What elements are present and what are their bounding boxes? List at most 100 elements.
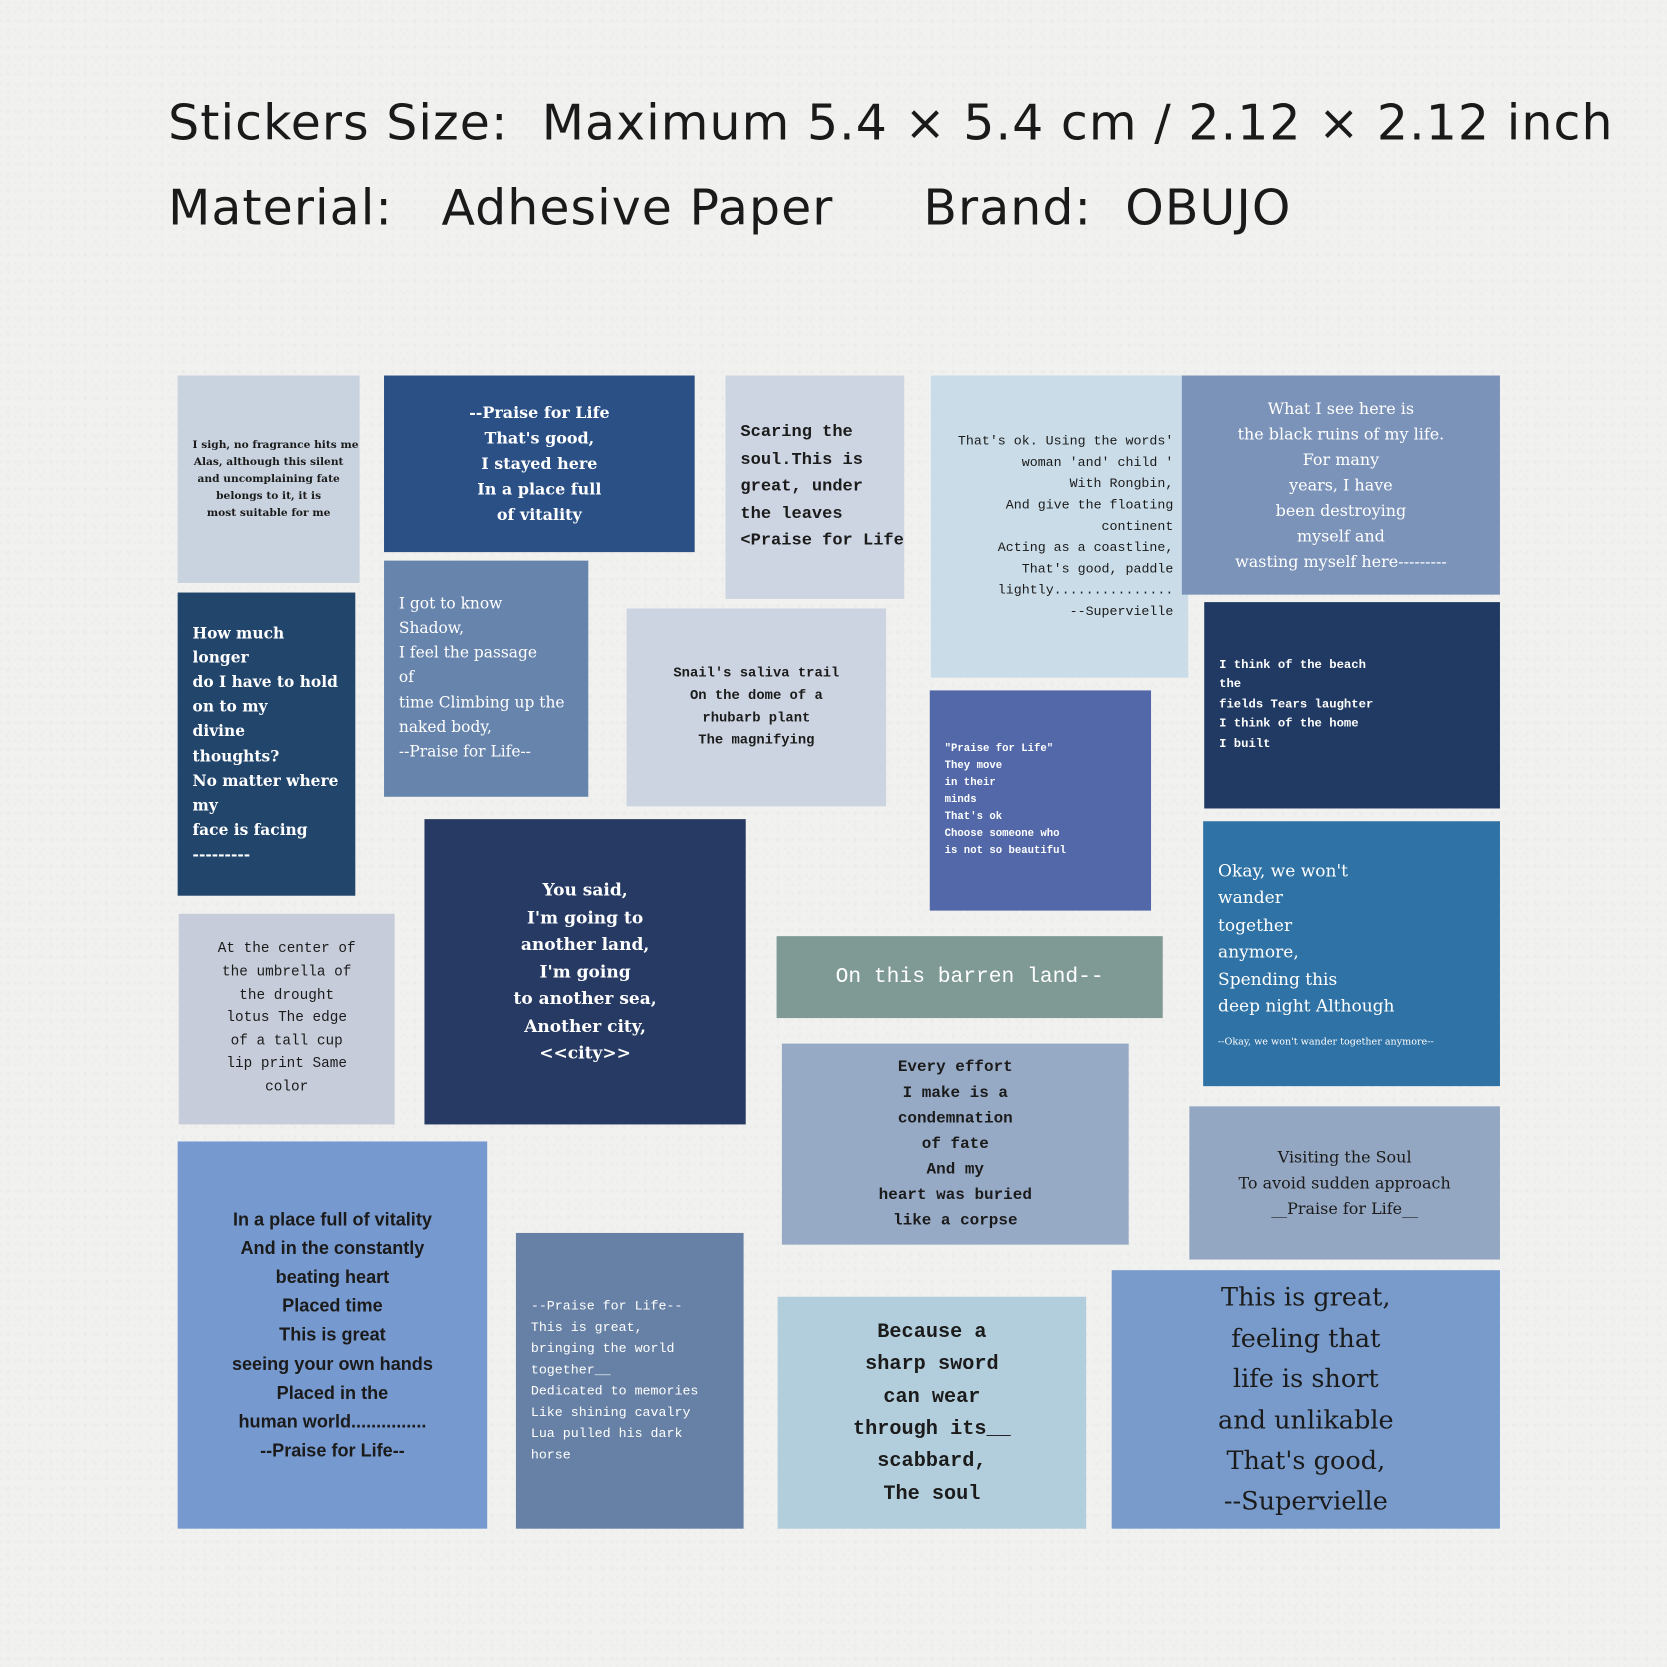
sticker-text-line: human world............... [238, 1411, 427, 1432]
sticker-text-line: For many [1302, 449, 1380, 470]
sticker-text-line: my [192, 796, 218, 815]
sticker-text-line: That's good, [1226, 1445, 1386, 1476]
sticker: This is great, feeling that life is short a… [1111, 1270, 1500, 1529]
sticker-text-line: of a tall cup [230, 1033, 343, 1050]
sticker-text-line: great, under [740, 476, 863, 496]
sticker-text-line: wander [1218, 887, 1283, 908]
sticker-text-line: I stayed here [481, 454, 598, 474]
brand-label: Brand: [923, 178, 1093, 237]
sticker-text-line: of vitality [496, 505, 582, 525]
sticker-text-line: On the dome of a [689, 687, 823, 704]
sticker-text-line: Acting as a coastline, [997, 540, 1174, 556]
sticker-text-line: I'm going to [526, 906, 644, 928]
sticker-text-line: of fate [921, 1134, 989, 1153]
sticker-text-line: That's ok [944, 811, 1003, 823]
sticker: I sigh, no fragrance hits me!Alas, altho… [177, 375, 360, 583]
sticker-text-line: the [1219, 678, 1242, 692]
sticker-text-line: I built [1219, 736, 1271, 751]
sticker-text-line: longer [192, 648, 249, 667]
size-value: Maximum 5.4 × 5.4 cm / 2.12 × 2.12 inch [541, 93, 1614, 152]
sticker-text-line: And in the constantly [240, 1238, 425, 1259]
sticker-text-line: myself and [1296, 526, 1385, 546]
sticker-text-line: color [265, 1079, 309, 1096]
sticker-text-line: No matter where [192, 771, 339, 791]
sticker-text-line: continent [1101, 519, 1174, 535]
sticker-text-line: This is great, [530, 1320, 643, 1336]
sticker-text-line: most suitable for me [206, 506, 331, 519]
sticker-text-line: On this barren land-- [835, 964, 1104, 989]
sticker-text-line: Scaring the [740, 422, 853, 442]
sticker-text-line: Lua pulled his dark [530, 1426, 683, 1442]
sticker-text-line: I make is a [902, 1083, 1008, 1102]
sticker-text-line: Snail's saliva trail [673, 665, 840, 682]
sticker-text-line: condemnation [897, 1109, 1013, 1128]
sticker-text-line: rhubarb plant [702, 709, 811, 726]
sticker: On this barren land-- [776, 936, 1163, 1019]
sticker-text-line: I got to know [398, 595, 503, 613]
sticker-text-line: like a corpse [893, 1211, 1018, 1230]
sticker-text-line: The magnifying [698, 731, 815, 748]
sticker-text-line: That's ok. Using the words' [957, 434, 1174, 449]
sticker-text-line: To avoid sudden approach [1238, 1173, 1451, 1193]
sticker-text-line: The soul [883, 1481, 981, 1506]
sticker-text-line: feeling that [1231, 1323, 1381, 1353]
sticker-text-line: And my [926, 1160, 985, 1179]
sticker-text-line: time Climbing up the [398, 694, 565, 712]
sticker-text-line: --Praise for Life-- [260, 1440, 405, 1461]
sticker-text-line: on to my [192, 697, 268, 717]
sticker-text-line: Shadow, [398, 620, 465, 638]
sticker-text-line: to another sea, [513, 988, 657, 1009]
size-spec: Stickers Size: Maximum 5.4 × 5.4 cm / 2.… [168, 94, 1613, 151]
sticker-text-line: life is short [1232, 1363, 1379, 1394]
sticker-text-line: I feel the passage [398, 644, 538, 662]
sticker-text-line: the black ruins of my life. [1237, 424, 1445, 444]
sticker: Visiting the Soul To avoid sudden approac… [1189, 1106, 1500, 1260]
sticker-text-line: With Rongbin, [1069, 476, 1174, 492]
brand-spec: Brand: OBUJO [923, 179, 1291, 236]
sticker-text-line: do I have to hold [192, 673, 338, 692]
sticker-text-line: years, I have [1289, 475, 1393, 495]
sticker-text-line: the umbrella of [222, 964, 352, 981]
sticker-text-line: In a place full of vitality [232, 1209, 432, 1230]
size-label: Stickers Size: [168, 93, 509, 152]
sticker-text-line: I think of the beach [1219, 658, 1366, 673]
sticker-text-line: Placed in the [276, 1382, 389, 1403]
sticker-text-line: wasting myself here--------- [1235, 552, 1447, 572]
sticker-text-line: This is great, [1221, 1282, 1391, 1313]
material-label: Material: [168, 178, 393, 237]
sticker-text-line: been destroying [1275, 501, 1407, 521]
sticker-text-line: In a place full [477, 479, 602, 499]
sticker-text-line: Visiting the Soul [1277, 1147, 1412, 1167]
sticker: That's ok. Using the words'woman 'and' c… [930, 375, 1189, 678]
sticker-text-line: sharp sword [865, 1352, 999, 1376]
sticker-text-line: minds [944, 794, 977, 806]
sticker-text-line: --Praise for Life-- [530, 1298, 683, 1314]
sticker-text-line: together [1218, 914, 1293, 935]
sticker-text-line: Another city, [524, 1015, 646, 1037]
sticker-text-line: together__ [530, 1362, 611, 1378]
sticker-text-line: How much [192, 623, 285, 643]
sticker-text-line: <Praise for Life> [740, 531, 905, 551]
sticker-text-line: heart was buried [878, 1185, 1032, 1204]
sticker-text-line: --Praise for Life-- [398, 743, 531, 761]
sticker-text-line: They move [944, 760, 1003, 772]
sticker-text-line: Okay, we won't [1218, 860, 1349, 881]
sticker-text-line: and unlikable [1217, 1404, 1394, 1435]
sticker-text-line: the drought [239, 987, 335, 1004]
sticker-text-line: That's good, paddle [1021, 561, 1174, 577]
sticker-text-line: That's good, [484, 428, 595, 448]
sticker-text-line: soul.This is [740, 449, 863, 469]
sticker-text-line: in their [944, 777, 996, 789]
material-spec: Material: Adhesive Paper [168, 179, 833, 236]
sticker-text-line: __Praise for Life__ [1271, 1198, 1419, 1219]
sticker-text-line: bringing the world [530, 1341, 675, 1357]
sticker-text-line: I think of the home [1219, 717, 1359, 732]
sticker-text-line: scabbard, [877, 1449, 987, 1473]
